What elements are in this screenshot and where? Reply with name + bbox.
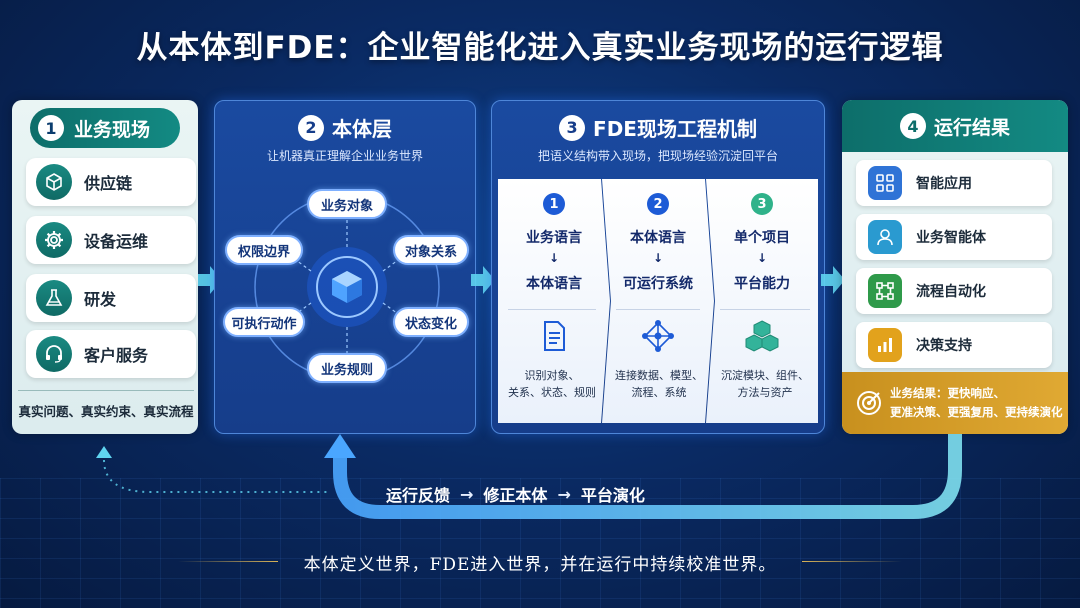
panel2-header: 2 本体层	[215, 113, 475, 142]
step-description: 连接数据、模型、 流程、系统	[612, 367, 706, 401]
item-rnd[interactable]: 研发	[26, 274, 196, 322]
node-business-rule[interactable]: 业务规则	[307, 353, 387, 383]
step-arrow: ↓	[756, 251, 768, 265]
item-label: 流程自动化	[916, 284, 986, 300]
network-icon	[642, 320, 674, 352]
panel3-subtitle: 把语义结构带入现场，把现场经验沉淀回平台	[537, 149, 778, 163]
step-to: 平台能力	[734, 276, 790, 292]
panel2-number: 2	[298, 114, 324, 141]
item-equipment-ops[interactable]: 设备运维	[26, 216, 196, 264]
feedback-step: 修正本体	[483, 486, 548, 505]
item-supply-chain[interactable]: 供应链	[26, 158, 196, 206]
item-smart-apps[interactable]: 智能应用	[856, 160, 1052, 206]
step-desc-line: 识别对象、	[524, 369, 580, 382]
flask-icon	[36, 280, 72, 316]
page-title: 从本体到FDE：企业智能化进入真实业务现场的运行逻辑	[136, 30, 944, 66]
panel1-header: 1 业务现场	[30, 108, 180, 148]
step-card-3[interactable]: 3 单个项目 ↓ 平台能力 沉淀模块、组件、 方法与资产	[706, 179, 818, 423]
step-arrow: ↓	[548, 251, 560, 265]
feedback-step: 运行反馈	[386, 486, 451, 505]
panel1-heading: 业务现场	[74, 118, 151, 141]
item-label: 研发	[84, 290, 117, 309]
step-desc-line: 沉淀模块、组件、	[721, 369, 809, 382]
node-permission-boundary[interactable]: 权限边界	[225, 235, 303, 265]
feedback-separator: →	[557, 484, 571, 504]
step-desc-line: 方法与资产	[737, 386, 793, 399]
target-icon	[857, 391, 881, 415]
node-object-relation[interactable]: 对象关系	[393, 235, 469, 265]
step-card-2[interactable]: 2 本体语言 ↓ 可运行系统 连接数据、模型、 流程、系统	[602, 179, 714, 423]
result-line: 更准决策、更强复用、更持续演化	[890, 405, 1063, 419]
feedback-separator: →	[460, 484, 474, 504]
feedback-steps: 运行反馈 → 修正本体 → 平台演化	[386, 482, 726, 506]
cubes-icon	[745, 320, 779, 352]
node-executable-action[interactable]: 可执行动作	[223, 307, 305, 337]
step-arrow: ↓	[652, 251, 664, 265]
panel1-footer: 真实问题、真实约束、真实流程	[18, 390, 194, 420]
node-state-change[interactable]: 状态变化	[393, 307, 469, 337]
step-number: 2	[647, 193, 669, 215]
panel3-number: 3	[559, 114, 586, 141]
node-business-object[interactable]: 业务对象	[307, 189, 387, 219]
business-result-banner: 业务结果：更快响应、 更准决策、更强复用、更持续演化	[842, 372, 1068, 434]
item-label: 客户服务	[84, 346, 149, 365]
flow-arrow-3	[821, 266, 845, 294]
panel4-number: 4	[899, 113, 926, 139]
document-icon	[544, 321, 565, 351]
bar-chart-icon	[868, 328, 902, 362]
agent-icon	[868, 220, 902, 254]
item-label: 决策支持	[916, 338, 972, 354]
cube-box-icon	[36, 164, 72, 200]
item-business-agent[interactable]: 业务智能体	[856, 214, 1052, 260]
item-decision-support[interactable]: 决策支持	[856, 322, 1052, 368]
panel-ontology-layer: 2 本体层 让机器真正理解企业业务世界 业务对象 对象关系 状态变化 业务规则 …	[214, 100, 476, 434]
item-label: 供应链	[84, 174, 133, 193]
step-from: 单个项目	[734, 230, 790, 246]
panel2-subtitle: 让机器真正理解企业业务世界	[266, 149, 423, 163]
motto: 本体定义世界，FDE进入世界，并在运行中持续校准世界。	[303, 555, 777, 575]
step-desc-line: 关系、状态、规则	[508, 386, 596, 399]
item-customer-service[interactable]: 客户服务	[26, 330, 196, 378]
feedback-step: 平台演化	[580, 486, 645, 505]
panel4-heading: 运行结果	[933, 116, 1010, 139]
panel-business-field: 1 业务现场 供应链 设备运维 研发 客户服务 真实问题、真实约束、真实流程	[12, 100, 198, 434]
step-from: 业务语言	[526, 230, 582, 246]
item-label: 智能应用	[916, 176, 972, 192]
step-from: 本体语言	[630, 230, 686, 246]
panel4-header: 4 运行结果	[842, 100, 1068, 152]
step-to: 本体语言	[526, 276, 582, 292]
motto-divider-left	[178, 561, 278, 562]
panel3-header: 3 FDE现场工程机制	[492, 113, 824, 142]
headset-icon	[36, 336, 72, 372]
step-number: 3	[751, 193, 773, 215]
step-to: 可运行系统	[623, 276, 693, 292]
business-result-text: 业务结果：更快响应、 更准决策、更强复用、更持续演化	[890, 384, 1063, 422]
item-label: 业务智能体	[916, 230, 986, 246]
step-divider	[720, 309, 810, 310]
panel2-heading: 本体层	[332, 117, 392, 141]
step-divider	[508, 309, 596, 310]
motto-divider-right	[802, 561, 902, 562]
panel1-number: 1	[38, 115, 64, 141]
step-desc-line: 流程、系统	[631, 386, 687, 399]
panel-fde-mechanism: 3 FDE现场工程机制 把语义结构带入现场，把现场经验沉淀回平台 1 业务语言 …	[491, 100, 825, 434]
step-card-1[interactable]: 1 业务语言 ↓ 本体语言 识别对象、 关系、状态、规则	[498, 179, 610, 423]
panel3-heading: FDE现场工程机制	[593, 117, 757, 141]
cube-icon	[332, 271, 362, 303]
result-line: 业务结果：更快响应、	[890, 386, 1005, 400]
step-desc-line: 连接数据、模型、	[615, 369, 703, 382]
panel-run-results: 4 运行结果 智能应用 业务智能体 流程自动化 决策支持 业务结果	[842, 100, 1068, 434]
item-label: 设备运维	[84, 232, 149, 251]
flow-icon	[868, 274, 902, 308]
step-description: 识别对象、 关系、状态、规则	[502, 367, 602, 401]
item-process-automation[interactable]: 流程自动化	[856, 268, 1052, 314]
grid-floor-background	[0, 478, 1080, 608]
flow-arrow-2	[471, 266, 495, 294]
grid-apps-icon	[868, 166, 902, 200]
step-description: 沉淀模块、组件、 方法与资产	[716, 367, 814, 401]
step-divider	[616, 309, 700, 310]
gear-icon	[36, 222, 72, 258]
step-number: 1	[543, 193, 565, 215]
